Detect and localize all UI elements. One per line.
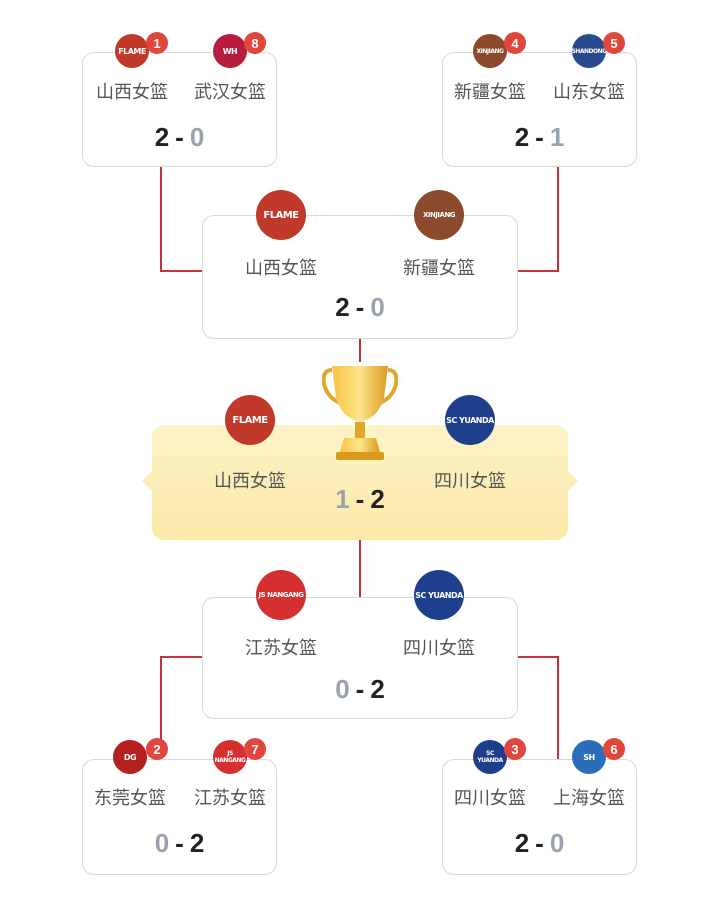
score-loser: 0 [189, 122, 205, 152]
team-logo: FLAME [256, 190, 306, 240]
team-logo: SC YUANDA [473, 740, 507, 774]
score-dash: - [175, 828, 184, 858]
team-name: 新疆女篮 [454, 82, 526, 103]
team-name: 山东女篮 [553, 82, 625, 103]
team-name: 山西女篮 [245, 258, 317, 279]
score-winner: 2 [370, 674, 385, 704]
connector-line [160, 656, 162, 760]
seed-badge: 6 [603, 738, 625, 760]
team-logo: FLAME [115, 34, 149, 68]
team-slot[interactable]: FLAME 山西女篮 [238, 190, 324, 280]
score-winner: 2 [335, 292, 350, 322]
trophy-icon [322, 366, 398, 460]
connector-line [160, 656, 204, 658]
match-score: 2-0 [202, 292, 518, 323]
match-score: 2-0 [442, 828, 637, 859]
team-name: 山西女篮 [214, 471, 286, 492]
score-loser: 0 [154, 828, 170, 858]
team-name: 江苏女篮 [194, 788, 266, 809]
team-logo: SH [572, 740, 606, 774]
score-dash: - [355, 484, 365, 514]
team-logo: SHANDONG [571, 34, 607, 68]
score-dash: - [355, 292, 365, 322]
semifinal-card-bottom[interactable] [202, 597, 518, 719]
team-slot[interactable]: DG 东莞女篮 [90, 740, 170, 810]
match-score: 1-2 [152, 484, 568, 515]
team-name: 四川女篮 [403, 638, 475, 659]
connector-line [557, 166, 559, 272]
team-name: 山西女篮 [96, 82, 168, 103]
team-name: 四川女篮 [434, 471, 506, 492]
score-winner: 2 [154, 122, 170, 152]
team-slot[interactable]: SC YUANDA 四川女篮 [450, 740, 530, 810]
score-loser: 1 [335, 484, 350, 514]
seed-badge: 5 [603, 32, 625, 54]
match-score: 0-2 [202, 674, 518, 705]
team-name: 新疆女篮 [403, 258, 475, 279]
score-winner: 2 [189, 828, 205, 858]
score-dash: - [175, 122, 184, 152]
quarterfinal-card-bottom-right[interactable] [442, 759, 637, 875]
score-loser: 0 [370, 292, 385, 322]
team-name: 江苏女篮 [245, 638, 317, 659]
team-slot[interactable]: SHANDONG 山东女篮 [549, 34, 629, 104]
team-logo: SC YUANDA [414, 570, 464, 620]
team-slot[interactable]: XINJIANG 新疆女篮 [396, 190, 482, 280]
score-loser: 0 [335, 674, 350, 704]
team-name: 武汉女篮 [194, 82, 266, 103]
connector-line [517, 656, 559, 658]
seed-badge: 2 [146, 738, 168, 760]
seed-badge: 8 [244, 32, 266, 54]
match-score: 0-2 [82, 828, 277, 859]
quarterfinal-card-bottom-left[interactable] [82, 759, 277, 875]
team-slot[interactable]: JS NANGANG 江苏女篮 [190, 740, 270, 810]
team-slot[interactable]: WH 武汉女篮 [190, 34, 270, 104]
connector-line [359, 338, 361, 362]
seed-badge: 7 [244, 738, 266, 760]
team-logo: DG [113, 740, 147, 774]
team-slot[interactable]: FLAME 山西女篮 [207, 395, 293, 493]
connector-line [160, 270, 204, 272]
team-logo: JS NANGANG [213, 740, 247, 774]
team-name: 上海女篮 [553, 788, 625, 809]
team-logo: WH [213, 34, 247, 68]
team-logo: XINJIANG [473, 34, 507, 68]
seed-badge: 1 [146, 32, 168, 54]
score-winner: 2 [514, 828, 530, 858]
team-slot[interactable]: SC YUANDA 四川女篮 [427, 395, 513, 493]
semifinal-card-top[interactable] [202, 215, 518, 339]
team-logo: SC YUANDA [445, 395, 495, 445]
team-logo: FLAME [225, 395, 275, 445]
connector-line [517, 270, 559, 272]
team-slot[interactable]: SH 上海女篮 [549, 740, 629, 810]
score-dash: - [535, 828, 544, 858]
team-logo: XINJIANG [414, 190, 464, 240]
team-slot[interactable]: JS NANGANG 江苏女篮 [238, 570, 324, 660]
team-name: 东莞女篮 [94, 788, 166, 809]
score-winner: 2 [370, 484, 385, 514]
team-logo: JS NANGANG [256, 570, 306, 620]
connector-line [359, 540, 361, 598]
quarterfinal-card-top-right[interactable] [442, 52, 637, 167]
score-loser: 1 [549, 122, 565, 152]
team-slot[interactable]: FLAME 山西女篮 [92, 34, 172, 104]
score-loser: 0 [549, 828, 565, 858]
team-slot[interactable]: XINJIANG 新疆女篮 [450, 34, 530, 104]
match-score: 2-0 [82, 122, 277, 153]
match-score: 2-1 [442, 122, 637, 153]
score-winner: 2 [514, 122, 530, 152]
seed-badge: 4 [504, 32, 526, 54]
score-dash: - [355, 674, 365, 704]
team-slot[interactable]: SC YUANDA 四川女篮 [396, 570, 482, 660]
score-dash: - [535, 122, 544, 152]
seed-badge: 3 [504, 738, 526, 760]
connector-line [160, 166, 162, 272]
connector-line [557, 656, 559, 760]
quarterfinal-card-top-left[interactable] [82, 52, 277, 167]
team-name: 四川女篮 [454, 788, 526, 809]
